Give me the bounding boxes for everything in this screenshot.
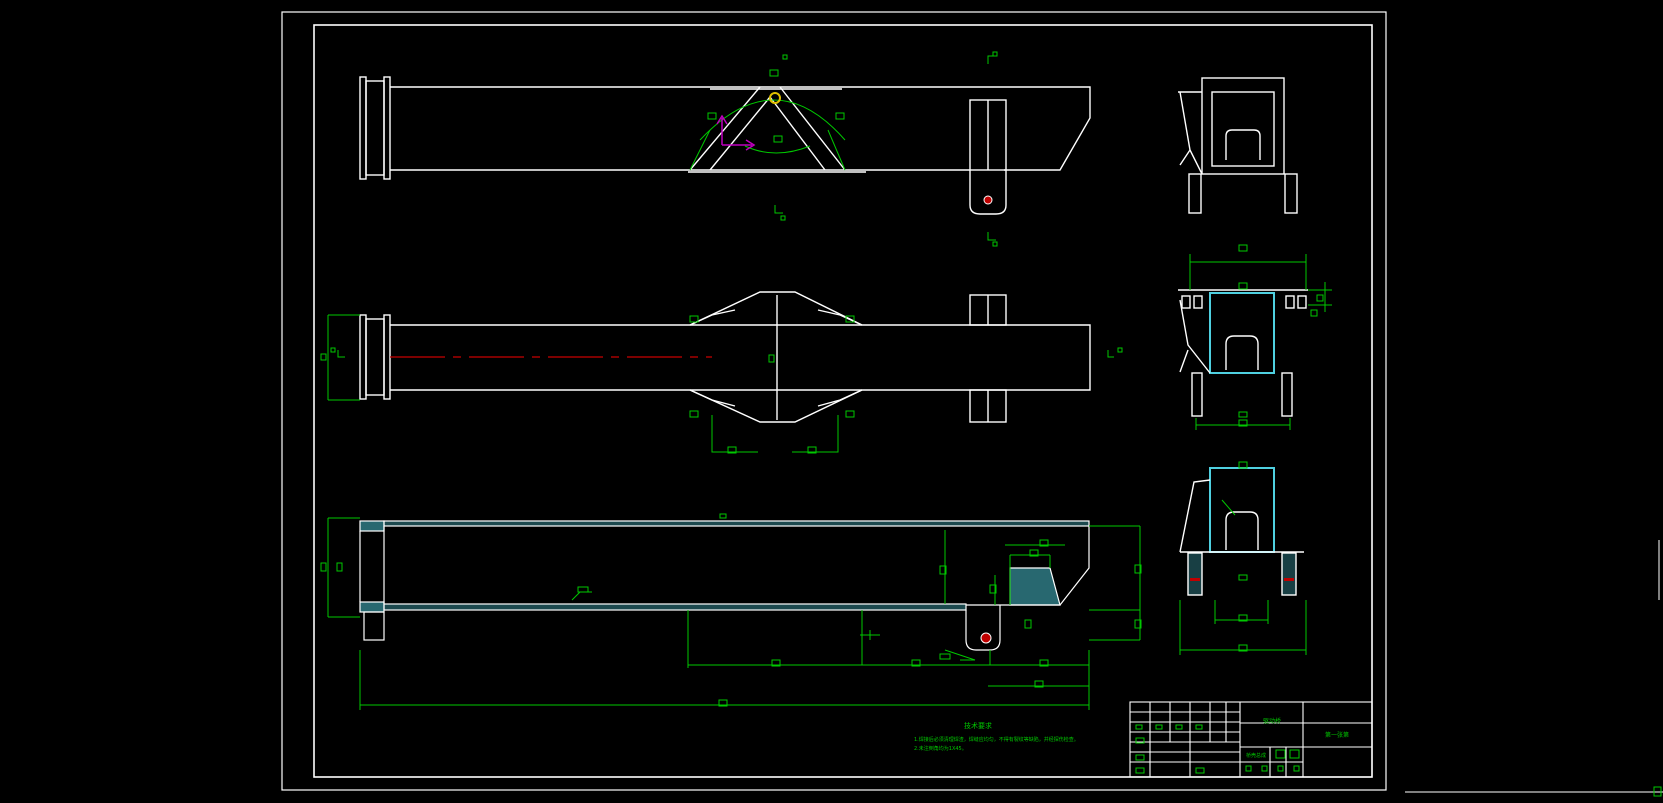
title-block-name: 驱动桥 (1263, 717, 1281, 725)
title-block-code: 桥壳总成 (1246, 752, 1266, 759)
top-view-hole-marker (769, 92, 781, 104)
edge-artifact-mark (1653, 786, 1662, 797)
end-view-top (1178, 77, 1298, 214)
end-view-bottom-dims (1179, 461, 1307, 655)
end-view-bottom (1179, 467, 1304, 596)
technical-notes-line1: 1.焊接后必须清理焊渣，焊缝应均匀，不得有裂纹等缺陷，并经探伤检查。 (914, 736, 1079, 743)
title-block-marks (1135, 724, 1300, 774)
end-view-middle-dims (1189, 244, 1332, 430)
ucs-icon (716, 114, 756, 151)
edge-artifacts (1405, 540, 1663, 793)
top-view-annotations (689, 51, 998, 247)
section-view (359, 520, 1090, 651)
drawing-frame (281, 11, 1387, 791)
bracket-hole-marker (983, 195, 993, 205)
technical-notes-line2: 2.未注倒角均为1X45。 (914, 745, 967, 752)
end-view-middle (1178, 289, 1308, 417)
plan-view-dimensions (320, 314, 1123, 454)
top-elevation-view (359, 76, 1091, 215)
end-view-bottom-red-marks (1190, 578, 1294, 581)
section-hole-marker (980, 632, 992, 644)
section-view-dimensions (320, 513, 1142, 710)
title-block (1129, 701, 1373, 778)
title-block-sheet: 第一张第 (1325, 731, 1349, 739)
technical-notes-title: 技术要求 (964, 721, 992, 730)
